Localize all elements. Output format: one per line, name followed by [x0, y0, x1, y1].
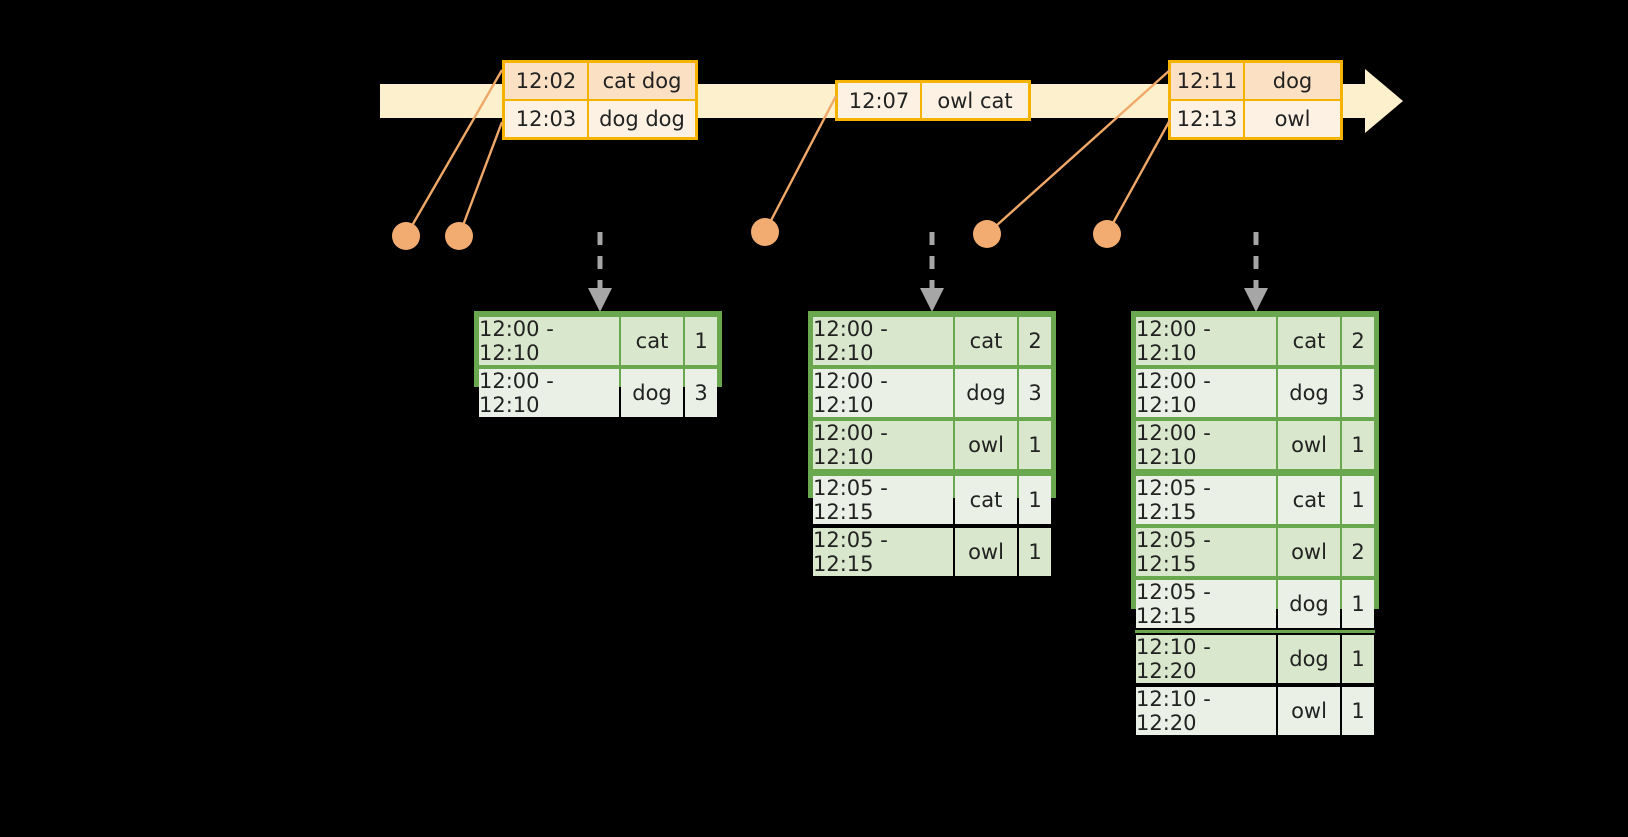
emit-arrow-heads [588, 288, 1268, 312]
event-row: 12:03 dog dog [505, 99, 695, 137]
table-row: 12:05 - 12:15 owl 2 [1135, 526, 1375, 578]
window-cell: 12:10 - 12:20 [1136, 635, 1276, 683]
count-cell: 1 [1019, 421, 1051, 469]
key-cell: cat [621, 317, 683, 365]
key-cell: cat [1278, 317, 1340, 365]
table-row: 12:00 - 12:10 cat 1 [478, 315, 718, 367]
event-row: 12:13 owl [1171, 99, 1340, 137]
result-table-3[interactable]: 12:00 - 12:10 cat 2 12:00 - 12:10 dog 3 … [1131, 311, 1379, 735]
event-dot-3 [751, 218, 779, 246]
key-cell: dog [621, 369, 683, 417]
event-dot-4 [973, 220, 1001, 248]
event-time: 12:03 [505, 101, 589, 137]
table-row: 12:00 - 12:10 dog 3 [478, 367, 718, 419]
key-cell: owl [955, 421, 1017, 469]
key-cell: cat [955, 317, 1017, 365]
event-payload: dog [1245, 63, 1340, 99]
emit-arrow-head-3 [1244, 288, 1268, 312]
count-cell: 1 [1342, 687, 1374, 735]
table-row: 12:10 - 12:20 owl 1 [1135, 685, 1375, 737]
event-group-3[interactable]: 12:11 dog 12:13 owl [1168, 60, 1343, 140]
count-cell: 1 [1019, 476, 1051, 524]
window-cell: 12:00 - 12:10 [1136, 317, 1276, 365]
key-cell: dog [1278, 580, 1340, 628]
emit-arrow-head-1 [588, 288, 612, 312]
count-cell: 2 [1342, 528, 1374, 576]
key-cell: dog [1278, 635, 1340, 683]
event-time: 12:13 [1171, 101, 1245, 137]
table-row: 12:00 - 12:10 cat 2 [812, 315, 1052, 367]
window-cell: 12:05 - 12:15 [1136, 476, 1276, 524]
count-cell: 2 [1019, 317, 1051, 365]
count-cell: 1 [1019, 528, 1051, 576]
event-dot-5 [1093, 220, 1121, 248]
timeline-arrowhead [1365, 69, 1403, 133]
key-cell: owl [1278, 528, 1340, 576]
emit-arrow-head-2 [920, 288, 944, 312]
table-row: 12:05 - 12:15 owl 1 [812, 526, 1052, 578]
key-cell: dog [1278, 369, 1340, 417]
key-cell: dog [955, 369, 1017, 417]
table-row: 12:00 - 12:10 cat 2 [1135, 315, 1375, 367]
table-row: 12:05 - 12:15 dog 1 [1135, 578, 1375, 633]
window-cell: 12:05 - 12:15 [1136, 580, 1276, 628]
window-cell: 12:00 - 12:10 [479, 369, 619, 417]
emit-arrow-shafts [597, 232, 1259, 288]
window-cell: 12:00 - 12:10 [479, 317, 619, 365]
table-row: 12:00 - 12:10 owl 1 [1135, 419, 1375, 474]
event-group-1[interactable]: 12:02 cat dog 12:03 dog dog [502, 60, 698, 140]
count-cell: 1 [1342, 580, 1374, 628]
key-cell: owl [955, 528, 1017, 576]
connector-dots [392, 218, 1121, 250]
window-cell: 12:05 - 12:15 [813, 528, 953, 576]
event-time: 12:11 [1171, 63, 1245, 99]
connector-line-5 [1105, 119, 1172, 235]
table-row: 12:05 - 12:15 cat 1 [1135, 474, 1375, 526]
count-cell: 2 [1342, 317, 1374, 365]
event-time: 12:07 [838, 83, 922, 118]
key-cell: owl [1278, 687, 1340, 735]
connector-line-2 [457, 121, 504, 237]
count-cell: 1 [1342, 476, 1374, 524]
event-dot-2 [445, 222, 473, 250]
result-table-1[interactable]: 12:00 - 12:10 cat 1 12:00 - 12:10 dog 3 [474, 311, 722, 417]
count-cell: 3 [1019, 369, 1051, 417]
event-payload: owl cat [922, 83, 1028, 118]
count-cell: 1 [685, 317, 717, 365]
event-dot-1 [392, 222, 420, 250]
count-cell: 3 [685, 369, 717, 417]
event-row: 12:07 owl cat [838, 83, 1028, 118]
window-cell: 12:00 - 12:10 [813, 369, 953, 417]
event-payload: cat dog [589, 63, 695, 99]
window-cell: 12:00 - 12:10 [1136, 421, 1276, 469]
event-time: 12:02 [505, 63, 589, 99]
table-row: 12:00 - 12:10 dog 3 [1135, 367, 1375, 419]
count-cell: 3 [1342, 369, 1374, 417]
event-row: 12:11 dog [1171, 63, 1340, 99]
window-cell: 12:00 - 12:10 [813, 317, 953, 365]
window-cell: 12:10 - 12:20 [1136, 687, 1276, 735]
window-cell: 12:00 - 12:10 [1136, 369, 1276, 417]
table-row: 12:00 - 12:10 dog 3 [812, 367, 1052, 419]
event-payload: dog dog [589, 101, 695, 137]
event-group-2[interactable]: 12:07 owl cat [835, 80, 1031, 121]
count-cell: 1 [1342, 635, 1374, 683]
key-cell: owl [1278, 421, 1340, 469]
window-cell: 12:00 - 12:10 [813, 421, 953, 469]
key-cell: cat [1278, 476, 1340, 524]
table-row: 12:05 - 12:15 cat 1 [812, 474, 1052, 526]
result-table-2[interactable]: 12:00 - 12:10 cat 2 12:00 - 12:10 dog 3 … [808, 311, 1056, 576]
count-cell: 1 [1342, 421, 1374, 469]
key-cell: cat [955, 476, 1017, 524]
event-row: 12:02 cat dog [505, 63, 695, 99]
window-cell: 12:05 - 12:15 [1136, 528, 1276, 576]
table-row: 12:10 - 12:20 dog 1 [1135, 633, 1375, 685]
event-payload: owl [1245, 101, 1340, 137]
window-cell: 12:05 - 12:15 [813, 476, 953, 524]
table-row: 12:00 - 12:10 owl 1 [812, 419, 1052, 474]
